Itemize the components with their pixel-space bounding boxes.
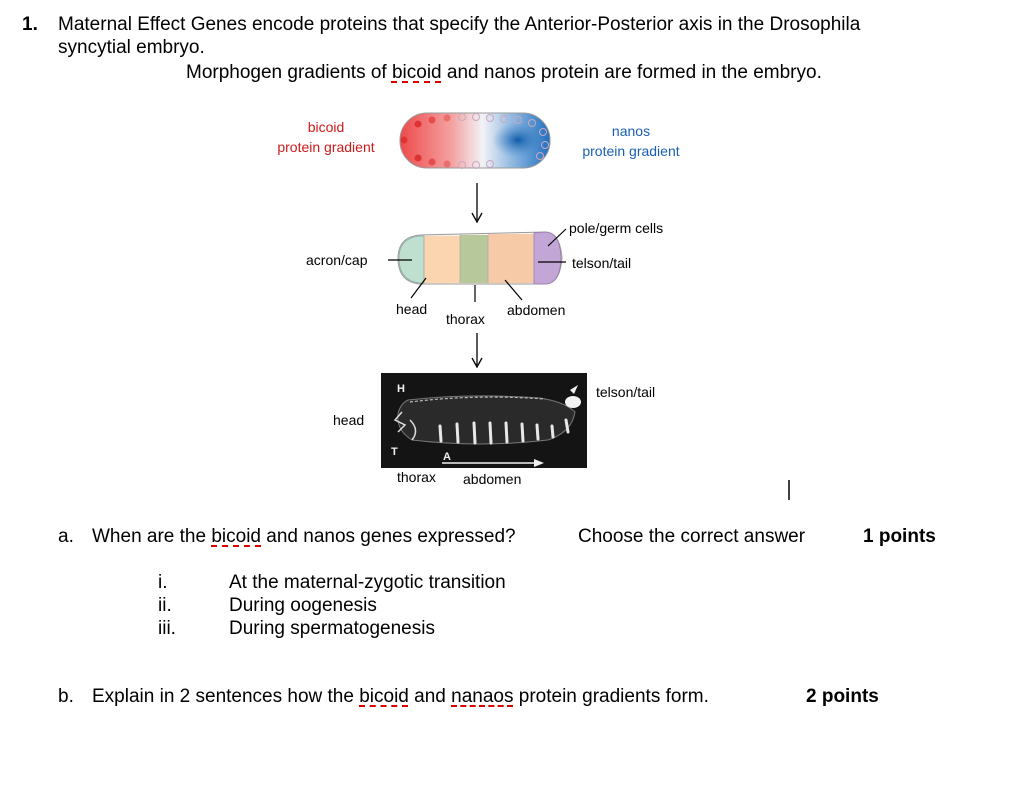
bicoid-label-line2: protein gradient — [277, 139, 374, 155]
part-b-points: 2 points — [806, 686, 879, 707]
option-ii-number: ii. — [158, 595, 172, 616]
question-text-pre: Morphogen gradients of — [186, 62, 392, 83]
head-label: head — [396, 301, 427, 317]
segmented-embryo — [397, 231, 563, 285]
option-iii-number: iii. — [158, 618, 176, 639]
down-arrow-2 — [471, 333, 483, 369]
micrograph-A-label: A — [443, 451, 451, 463]
question-number: 1. — [22, 14, 38, 35]
pole-germ-cells-label: pole/germ cells — [569, 220, 663, 236]
larva-micrograph: H T A — [381, 373, 587, 468]
misspelled-word-bicoid-a[interactable]: bicoid — [211, 526, 261, 547]
syncytial-embryo — [399, 112, 551, 169]
option-i-number: i. — [158, 572, 168, 593]
part-b-letter: b. — [58, 686, 74, 707]
bicoid-label-line1: bicoid — [308, 119, 345, 135]
part-b-question: Explain in 2 sentences how the bicoid an… — [92, 686, 709, 708]
acron-cap-label: acron/cap — [306, 252, 368, 268]
segmented-embryo-pointers — [388, 228, 567, 302]
micrograph-head-label: head — [333, 412, 364, 428]
misspelled-word-bicoid-b[interactable]: bicoid — [359, 686, 409, 707]
part-b-text-post: protein gradients form. — [513, 686, 709, 707]
part-a-question: When are the bicoid and nanos genes expr… — [92, 526, 516, 548]
nanos-label-line2: protein gradient — [582, 143, 679, 159]
part-a-text-post: and nanos genes expressed? — [261, 526, 516, 547]
abdomen-label: abdomen — [507, 302, 565, 318]
part-a-letter: a. — [58, 526, 74, 547]
micrograph-abdomen-label: abdomen — [463, 471, 521, 487]
telson-tail-label: telson/tail — [572, 255, 631, 271]
part-b-text-pre: Explain in 2 sentences how the — [92, 686, 360, 707]
question-text-line1: Maternal Effect Genes encode proteins th… — [58, 14, 861, 35]
part-a-instruction: Choose the correct answer — [578, 526, 806, 547]
thorax-label: thorax — [446, 311, 485, 327]
question-text-line2: syncytial embryo. — [58, 37, 205, 58]
embryo-figure: bicoid protein gradient nanos protein gr… — [277, 112, 790, 500]
down-arrow-1 — [471, 183, 483, 224]
micrograph-telson-label: telson/tail — [596, 384, 655, 400]
nanos-label-line1: nanos — [612, 123, 650, 139]
micrograph-T-label: T — [391, 446, 398, 458]
micrograph-H-label: H — [397, 383, 405, 395]
part-a-text-pre: When are the — [92, 526, 212, 547]
part-a-points: 1 points — [863, 526, 936, 547]
option-ii-text[interactable]: During oogenesis — [229, 595, 377, 616]
question-text-post: and nanos protein are formed in the embr… — [441, 62, 822, 83]
misspelled-word-bicoid[interactable]: bicoid — [391, 62, 442, 83]
question-text-line3: Morphogen gradients of bicoid and nanos … — [186, 62, 822, 84]
misspelled-word-nanaos[interactable]: nanaos — [451, 686, 514, 707]
part-b-text-mid: and — [408, 686, 452, 707]
option-i-text[interactable]: At the maternal-zygotic transition — [229, 572, 506, 593]
micrograph-thorax-label: thorax — [397, 469, 436, 485]
option-iii-text[interactable]: During spermatogenesis — [229, 618, 435, 639]
